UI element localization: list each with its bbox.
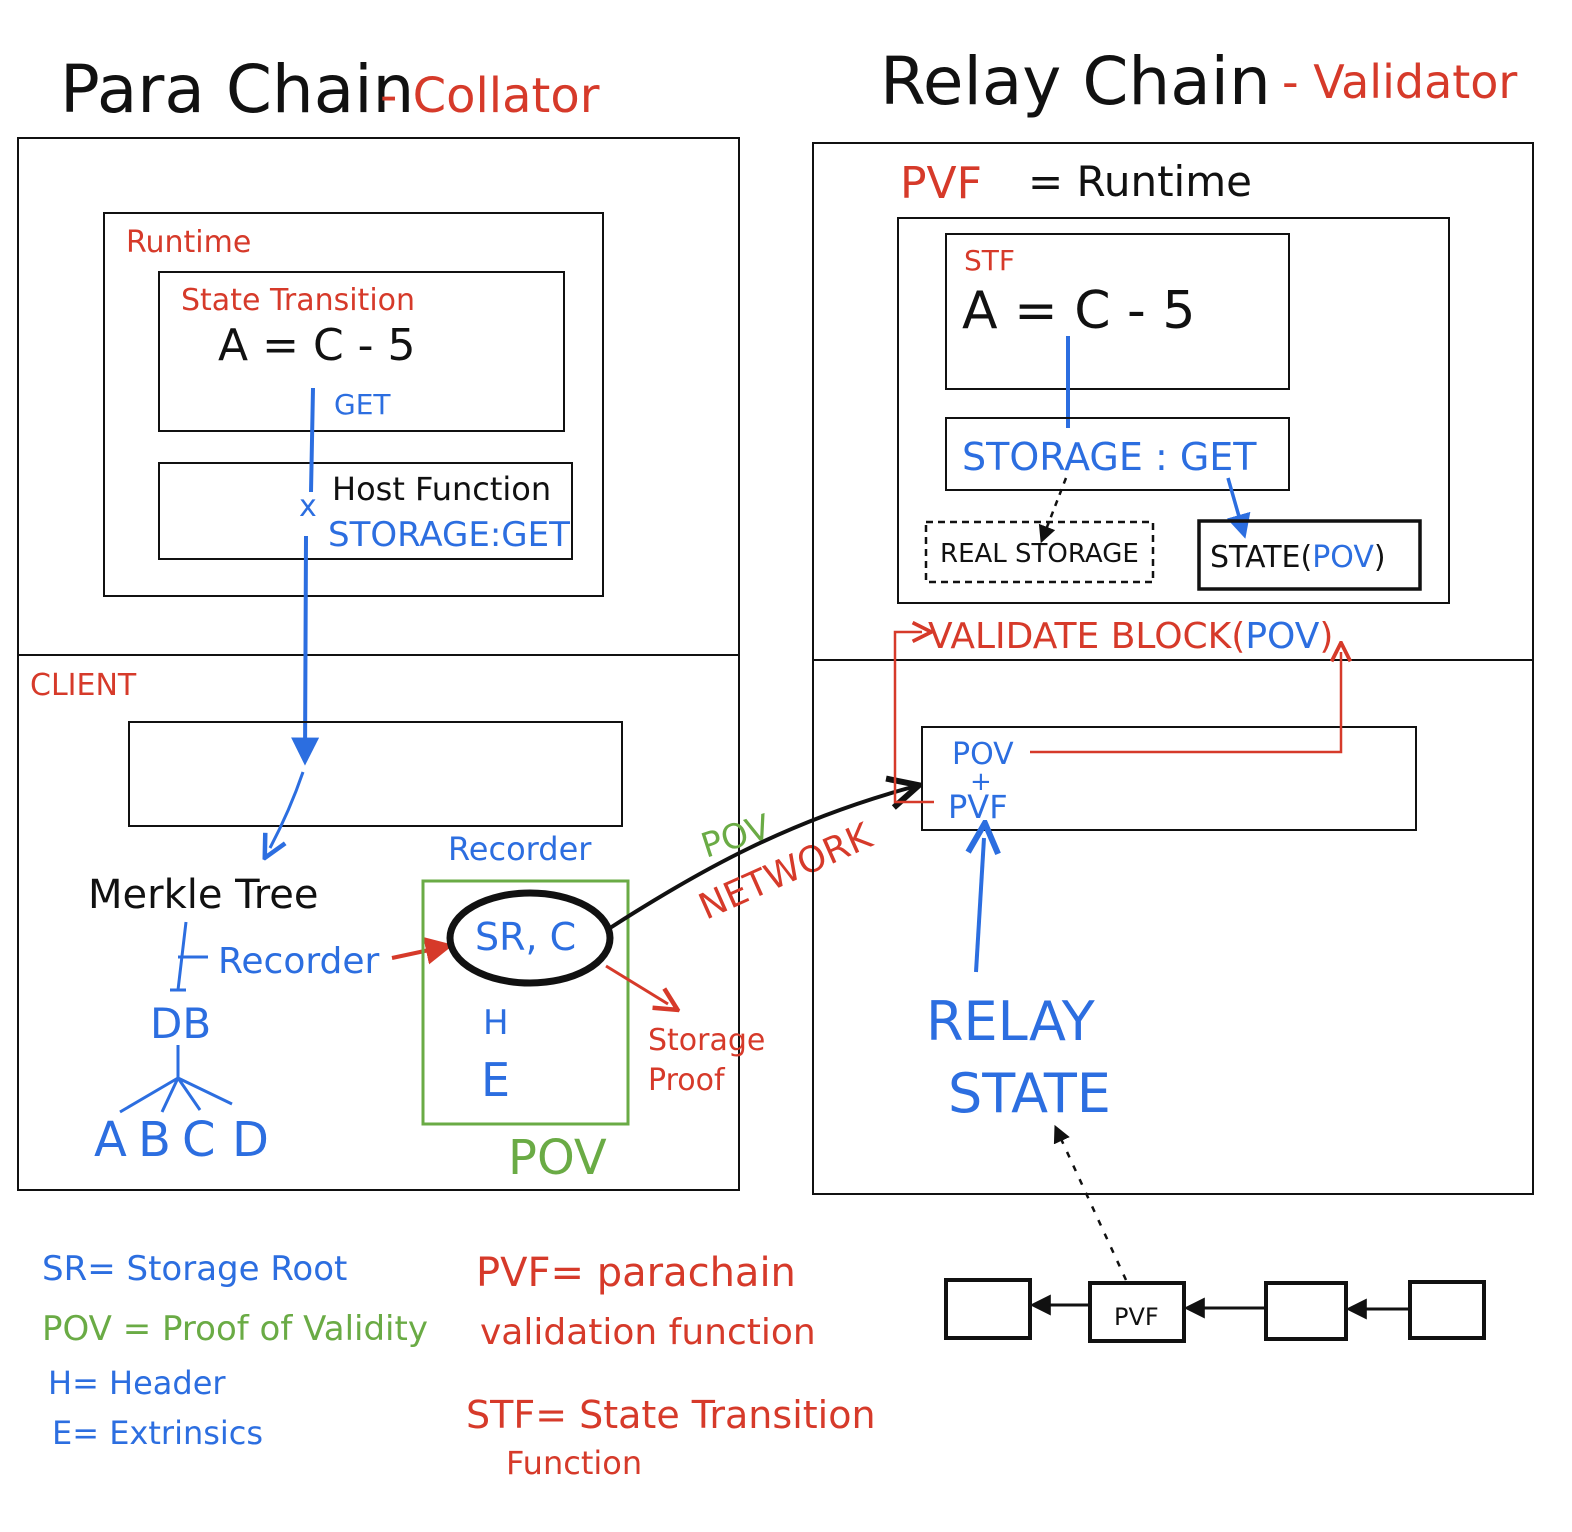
pvf-equals-pvf: PVF	[900, 158, 982, 209]
runtime-box	[103, 212, 604, 597]
state-pov-box	[1197, 519, 1422, 591]
relay-state-to-pvf-arrow	[976, 838, 984, 973]
db-leaf: D	[232, 1112, 269, 1168]
stf-label: STF	[964, 244, 1015, 277]
legend-stf-line1: STF= State Transition	[466, 1393, 876, 1437]
state-transition-box	[158, 271, 565, 432]
client-inner-box	[128, 721, 623, 827]
chain-block	[1264, 1281, 1348, 1341]
db-leaf: B	[138, 1112, 171, 1168]
legend-stf-line2: Function	[506, 1444, 642, 1482]
state-pov-suffix: )	[1374, 540, 1386, 575]
legend-entry-extrinsics: E= Extrinsics	[52, 1414, 263, 1452]
pov-pvf-pov: POV	[952, 737, 1014, 772]
parachain-section: Para Chain - Collator Runtime State Tran…	[17, 51, 765, 1191]
state-pov-pov: POV	[1312, 540, 1374, 575]
stf-formula: A = C - 5	[962, 281, 1195, 341]
state-pov-prefix: STATE(	[1210, 540, 1312, 575]
pov-to-validate-arrow	[1030, 652, 1341, 754]
network-arrow	[608, 786, 916, 930]
pov-sr-c: SR, C	[475, 915, 576, 959]
legend-entry-header: H= Header	[48, 1364, 226, 1402]
chain-block	[944, 1278, 1032, 1340]
state-transition-formula: A = C - 5	[218, 320, 416, 371]
merkle-tree-stem	[170, 921, 208, 992]
client-to-merkle-line	[270, 771, 305, 848]
relaychain-role: - Validator	[1282, 55, 1517, 109]
runtime-label: Runtime	[126, 225, 251, 260]
client-label: CLIENT	[30, 668, 137, 703]
legend-entry-proof-of-validity: POV = Proof of Validity	[42, 1309, 428, 1349]
real-storage-label: REAL STORAGE	[940, 539, 1139, 569]
validate-block-close: )	[1319, 616, 1333, 657]
pvf-equals-rest: = Runtime	[1028, 157, 1252, 206]
storage-proof-line2: Proof	[648, 1063, 726, 1098]
db-leaf: C	[182, 1112, 216, 1168]
network-pov-label: POV	[696, 807, 775, 867]
relaychain-title: Relay Chain	[880, 43, 1271, 120]
pov-pvf-box	[921, 726, 1417, 831]
legend-pvf-line1: PVF= parachain	[476, 1250, 796, 1296]
host-function-cross: x	[299, 489, 317, 524]
host-function-label: Host Function	[332, 470, 551, 508]
storage-proof-line1: Storage	[648, 1023, 765, 1058]
state-transition-label: State Transition	[181, 283, 415, 318]
pov-pvf-plus: +	[970, 767, 992, 797]
recorder-box-label: Recorder	[448, 830, 592, 868]
legend: SR= Storage Root POV = Proof of Validity…	[42, 1249, 876, 1482]
chain-block	[1408, 1280, 1486, 1340]
pvf-runtime-box	[897, 217, 1450, 604]
db-tree-branches	[119, 1045, 233, 1114]
network-section: POV NETWORK	[608, 786, 916, 930]
legend-entry-storage-root: SR= Storage Root	[42, 1249, 347, 1289]
pvf-block-to-state-arrow	[1053, 1124, 1128, 1281]
recorder-arrow	[391, 937, 454, 965]
host-function-box	[158, 462, 573, 560]
storage-get-label: STORAGE : GET	[962, 435, 1257, 479]
validator-frame	[812, 142, 1534, 1195]
storage-proof-arrow	[605, 964, 668, 1004]
storage-to-real-arrow	[1038, 477, 1068, 544]
relaychain-section: Relay Chain - Validator PVF = Runtime ST…	[812, 43, 1534, 1343]
parachain-title: Para Chain	[60, 51, 414, 128]
relay-state-line2: STATE	[948, 1062, 1111, 1125]
validate-block-text: VALIDATE BLOCK(POV)	[928, 616, 1333, 657]
parachain-role: - Collator	[380, 68, 600, 124]
db-leaf: A	[94, 1112, 127, 1168]
state-pov-text: STATE(POV)	[1210, 540, 1386, 575]
real-storage-box	[924, 520, 1155, 584]
validate-block-pov: POV	[1245, 616, 1319, 657]
pov-box	[421, 879, 630, 1126]
legend-pvf-line2: validation function	[480, 1312, 816, 1353]
get-flow-line	[305, 387, 313, 760]
recorder-link-label: Recorder	[218, 941, 380, 982]
pov-box-label: POV	[508, 1130, 607, 1186]
storage-get-box	[945, 417, 1290, 491]
host-function-call: STORAGE:GET	[328, 515, 570, 555]
collator-frame	[17, 137, 740, 1191]
pov-pvf-pvf: PVF	[948, 788, 1008, 826]
relay-blockchain: PVF	[944, 1124, 1486, 1343]
pov-header: H	[483, 1003, 509, 1043]
pvf-to-validate-arrow	[893, 632, 934, 804]
sr-c-ellipse	[446, 889, 614, 987]
merkle-tree-label: Merkle Tree	[88, 872, 319, 918]
chain-block-pvf-label: PVF	[1114, 1303, 1159, 1331]
storage-to-state-arrow	[1226, 477, 1251, 539]
get-label: GET	[334, 388, 391, 421]
stf-box	[945, 233, 1290, 390]
db-leaves: A B C D	[94, 1112, 269, 1168]
db-label: DB	[150, 999, 211, 1048]
validate-block-call: VALIDATE BLOCK(	[928, 616, 1245, 657]
pov-extrinsics: E	[481, 1053, 510, 1107]
relay-state-line1: RELAY	[926, 990, 1096, 1053]
